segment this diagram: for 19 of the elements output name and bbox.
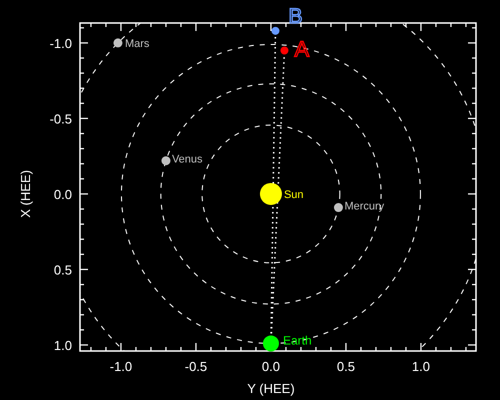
point-label: B (288, 4, 302, 28)
tick-label: -1.0 (50, 36, 72, 51)
tick-label: 0.0 (54, 186, 72, 202)
point-label: Earth (282, 333, 312, 348)
axis-title: Y (HEE) (247, 381, 295, 396)
point-label: Mars (124, 38, 150, 50)
tick-label: 0.5 (336, 359, 355, 374)
tick-label: 0.5 (54, 262, 72, 278)
point-label: Sun (284, 188, 304, 201)
tick-label: -0.5 (184, 359, 208, 374)
tick-label: 1.0 (54, 338, 72, 353)
tick-label: 0.0 (262, 359, 280, 374)
axis-title: X (HEE) (18, 170, 33, 218)
point-label: A (294, 36, 310, 62)
point-label: Mercury (344, 200, 384, 213)
tick-label: -1.0 (110, 359, 132, 374)
tick-label: -0.5 (50, 111, 72, 126)
tick-label: 1.0 (412, 359, 430, 374)
point-label: Venus (172, 154, 203, 166)
